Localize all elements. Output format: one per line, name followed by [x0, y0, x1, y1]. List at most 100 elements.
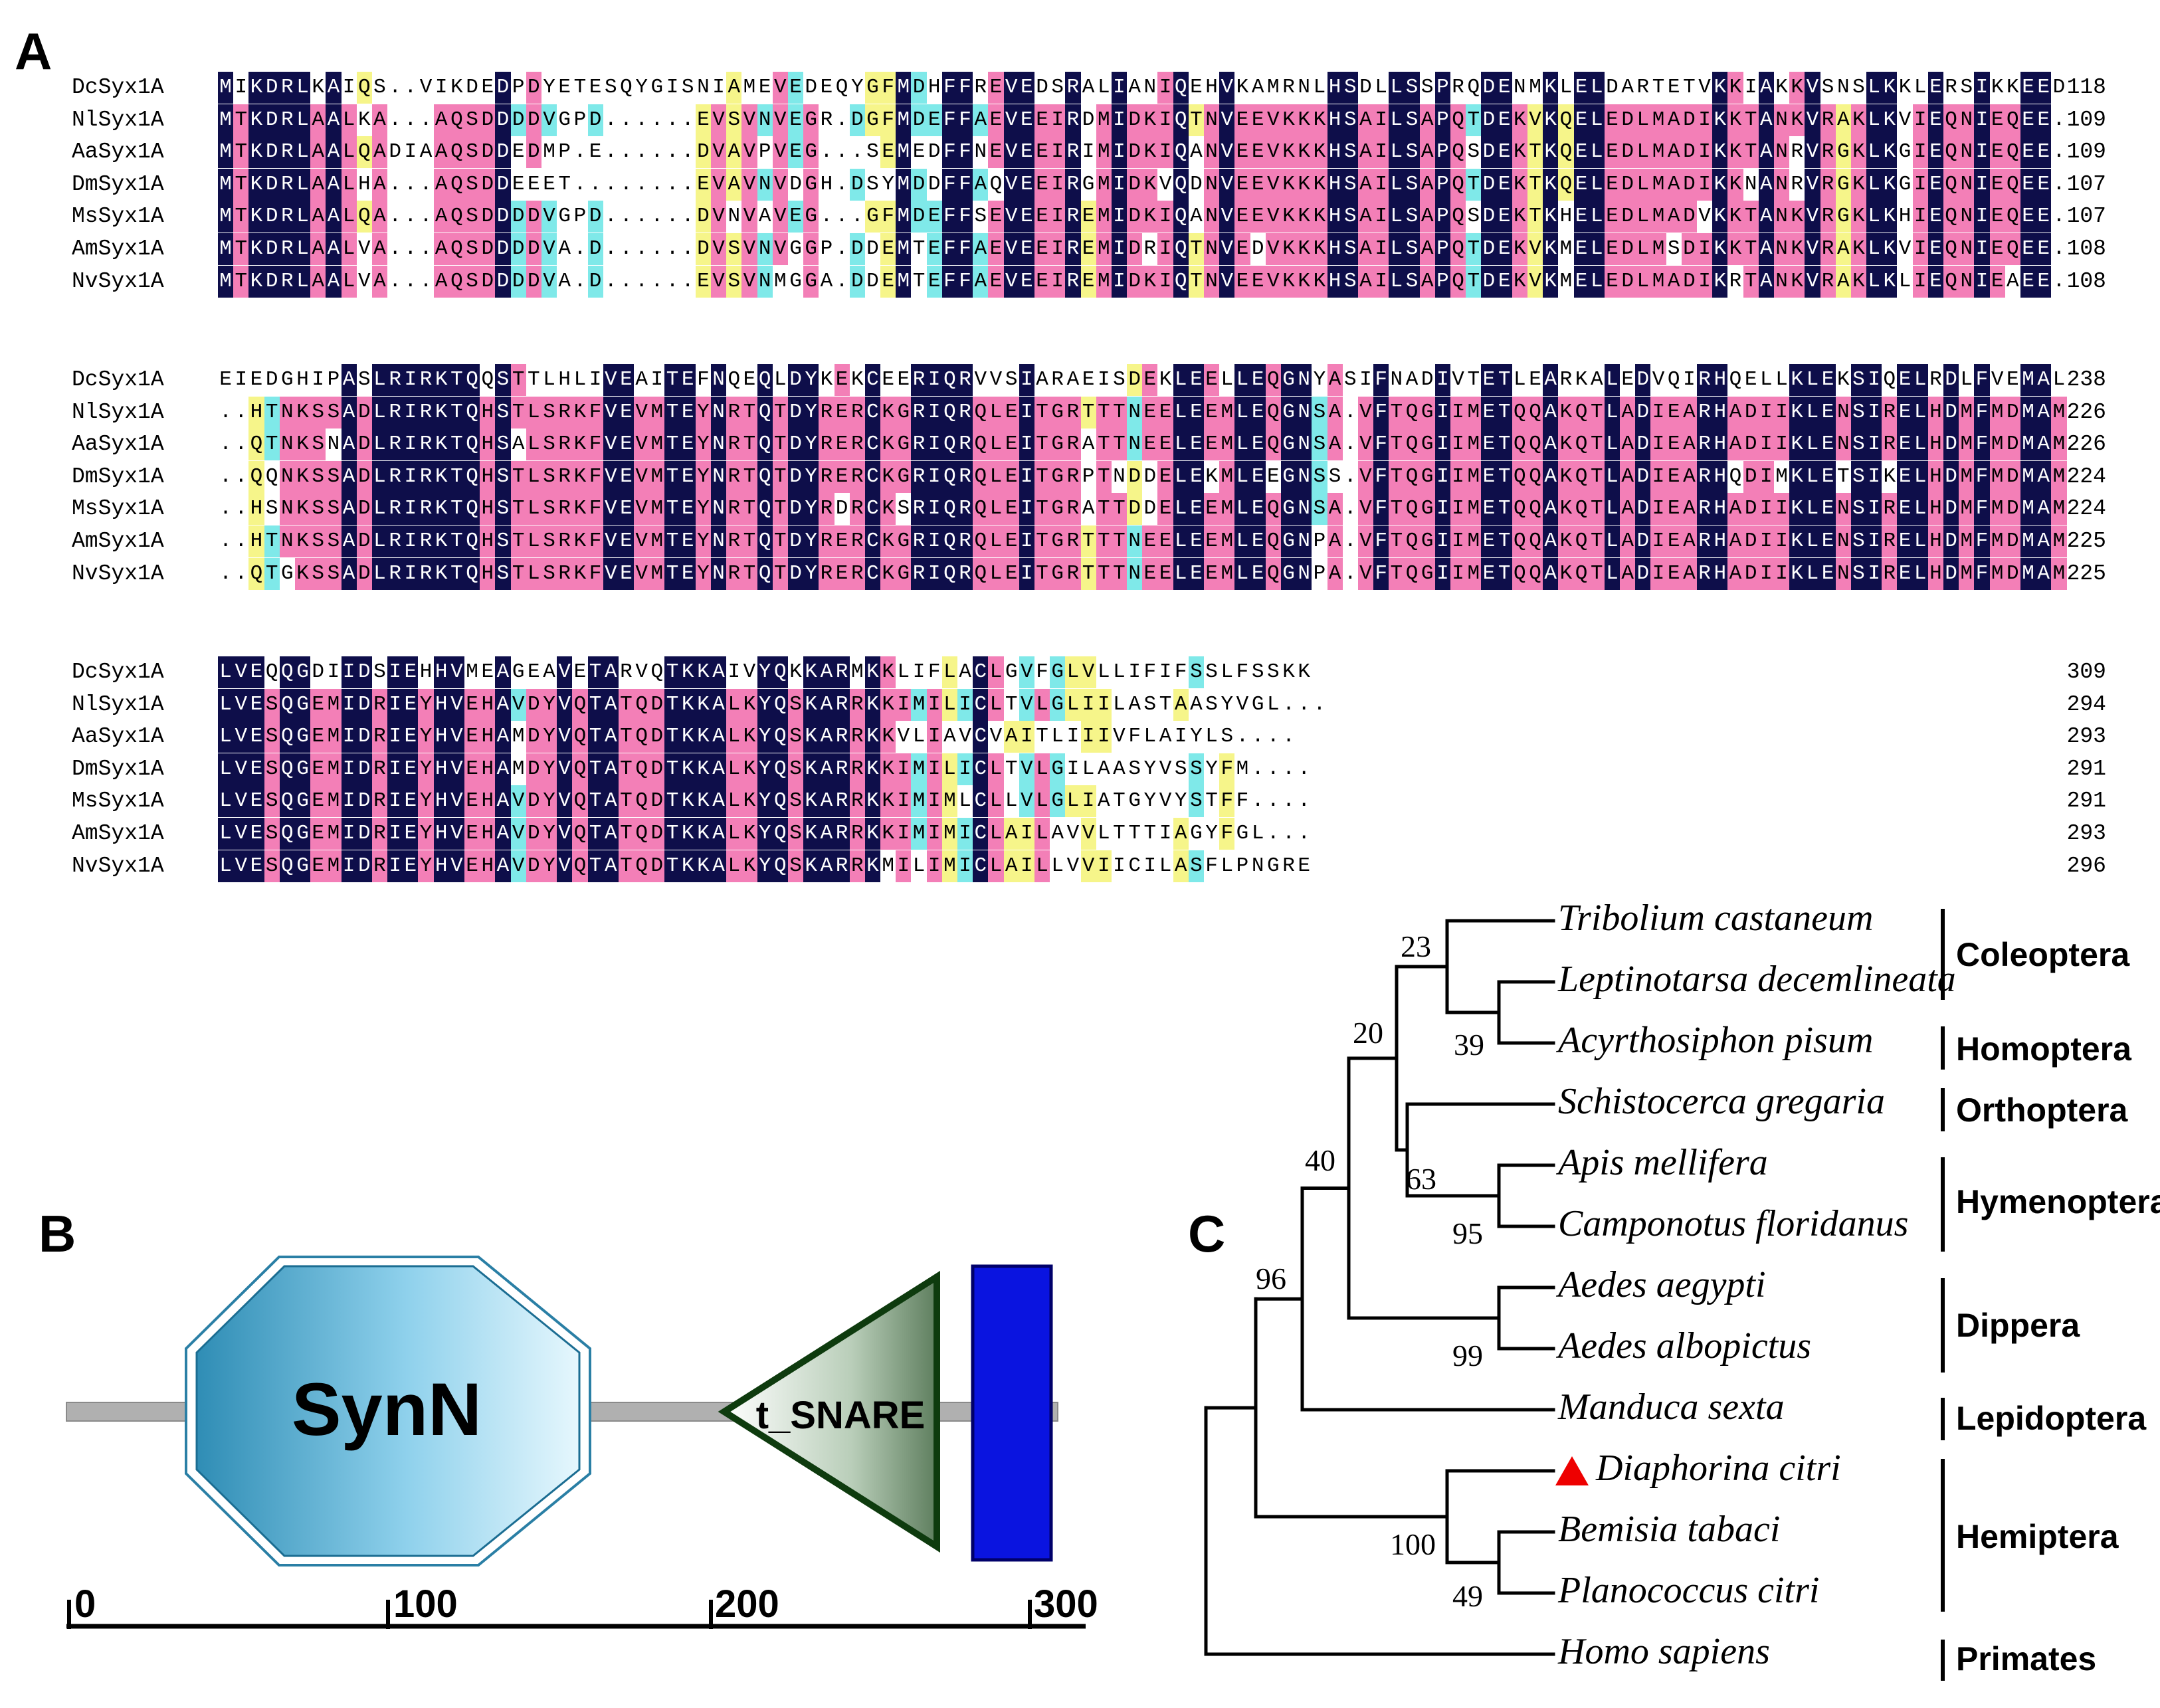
- residue: K: [1850, 168, 1867, 201]
- residue: A: [943, 725, 956, 749]
- residue: H: [1898, 205, 1912, 229]
- residue: K: [1558, 460, 1574, 493]
- residue: A: [341, 396, 357, 428]
- residue: T: [233, 104, 249, 136]
- residue: T: [1080, 557, 1096, 590]
- residue: I: [387, 753, 403, 785]
- residue: V: [1219, 201, 1235, 233]
- residue: Q: [279, 656, 295, 688]
- residue: H: [480, 818, 496, 850]
- residue: V: [1265, 136, 1281, 169]
- sequence-name: AaSyx1A: [72, 432, 164, 457]
- residue: L: [1173, 460, 1189, 493]
- residue: E: [1250, 104, 1266, 136]
- residue: I: [1019, 428, 1034, 461]
- residue: .: [2052, 237, 2066, 260]
- residue: E: [743, 368, 756, 391]
- residue: E: [2020, 265, 2036, 298]
- residue: Q: [1527, 525, 1543, 557]
- residue: L: [1097, 76, 1110, 99]
- residue: K: [1727, 168, 1743, 201]
- residue: A: [1681, 396, 1697, 428]
- residue: T: [1005, 692, 1018, 716]
- residue: M: [649, 557, 665, 590]
- residue: S: [1188, 656, 1204, 688]
- residue: M: [896, 233, 912, 265]
- residue: V: [541, 201, 557, 233]
- residue: H: [1559, 205, 1573, 229]
- residue: A: [371, 201, 388, 233]
- residue: V: [419, 76, 433, 99]
- residue: S: [1188, 753, 1204, 785]
- residue: V: [1159, 172, 1172, 196]
- residue: R: [1820, 136, 1836, 169]
- residue: D: [587, 233, 603, 265]
- residue: A: [310, 104, 326, 136]
- residue: I: [403, 460, 419, 493]
- residue: P: [1434, 233, 1450, 265]
- residue: F: [1373, 428, 1389, 461]
- residue: G: [281, 561, 294, 585]
- residue: K: [1712, 168, 1728, 201]
- residue: H: [1927, 525, 1943, 557]
- residue: P: [1082, 464, 1095, 488]
- residue: E: [464, 688, 480, 721]
- residue: F: [941, 136, 957, 169]
- residue: V: [357, 269, 371, 293]
- sequence-end-position: 107: [2066, 204, 2106, 229]
- residue: I: [1974, 201, 1990, 233]
- residue: R: [1065, 428, 1081, 461]
- residue: A: [603, 850, 619, 882]
- residue: D: [356, 753, 372, 785]
- residue: .: [604, 172, 617, 196]
- residue: L: [1234, 493, 1250, 525]
- residue: D: [649, 753, 665, 785]
- residue: S: [310, 557, 326, 590]
- residue: E: [1989, 136, 2005, 169]
- residue: T: [664, 557, 680, 590]
- residue: .: [1282, 789, 1295, 813]
- residue: K: [294, 493, 311, 525]
- residue: L: [1034, 850, 1050, 882]
- residue: E: [310, 721, 326, 753]
- residue: S: [326, 493, 342, 525]
- residue: L: [1589, 168, 1605, 201]
- residue: S: [1342, 265, 1358, 298]
- residue: D: [356, 721, 372, 753]
- residue: C: [973, 656, 989, 688]
- residue: P: [1313, 529, 1326, 553]
- residue: E: [1604, 168, 1620, 201]
- residue: H: [1327, 72, 1343, 104]
- residue: N: [1296, 557, 1312, 590]
- residue: H: [1712, 364, 1728, 396]
- residue: M: [911, 785, 927, 818]
- residue: K: [1142, 104, 1158, 136]
- residue: K: [803, 850, 819, 882]
- residue: G: [1050, 785, 1066, 818]
- sequence-end-position: 294: [2066, 692, 2106, 717]
- taxon-bemisia-tabaci: Bemisia tabaci: [1558, 1509, 1780, 1550]
- residue: N: [1296, 396, 1312, 428]
- residue: .: [1251, 757, 1264, 781]
- residue: M: [218, 201, 234, 233]
- residue: V: [743, 660, 756, 684]
- residue: A: [711, 688, 727, 721]
- residue: V: [1019, 688, 1034, 721]
- residue: .: [666, 140, 679, 164]
- residue: V: [557, 721, 573, 753]
- residue: V: [634, 525, 650, 557]
- residue: N: [279, 428, 295, 461]
- residue: L: [294, 136, 311, 169]
- residue: E: [1604, 136, 1620, 169]
- residue: .: [666, 172, 679, 196]
- residue: I: [387, 785, 403, 818]
- residue: N: [1959, 168, 1975, 201]
- residue: Y: [803, 493, 819, 525]
- residue: L: [1898, 269, 1912, 293]
- residue: V: [1805, 104, 1820, 136]
- residue: I: [926, 364, 942, 396]
